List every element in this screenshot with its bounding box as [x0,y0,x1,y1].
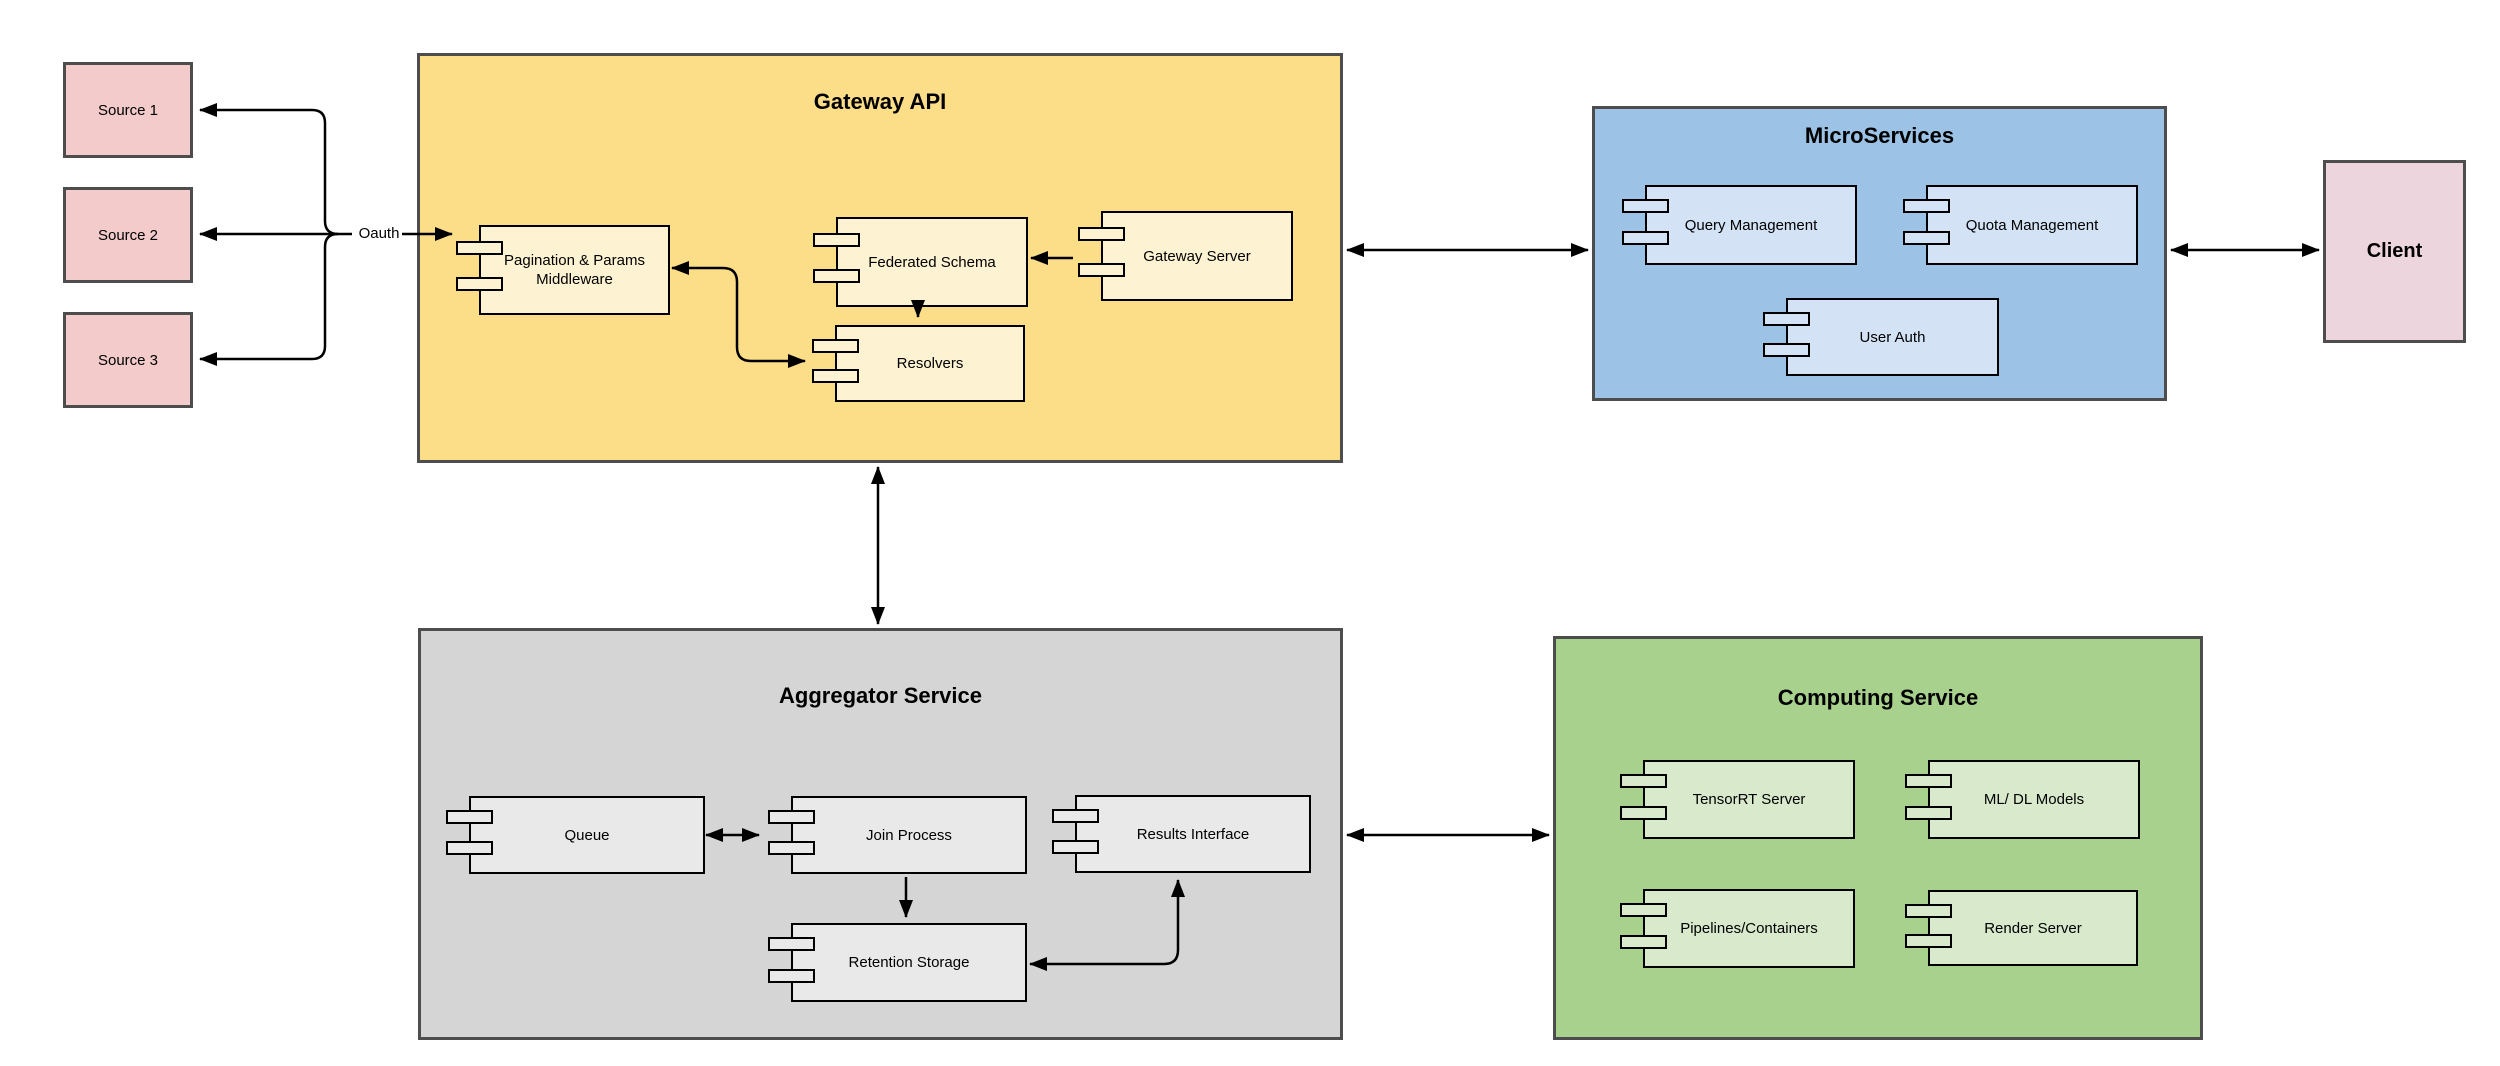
component-tab-icon [768,840,815,855]
component-join-process: Join Process [768,796,1027,874]
container-microservices-title: MicroServices [1804,123,1955,148]
component-tab-icon [446,809,493,824]
node-client-label: Client [2366,240,2423,262]
container-aggregator-service: Aggregator Service Queue Join Process Re… [418,628,1343,1040]
component-tab-icon [1903,231,1950,246]
component-pagination-params-middleware: Pagination & Params Middleware [456,225,670,315]
component-tab-icon [812,338,859,353]
component-tab-icon [1078,262,1125,277]
component-label: Join Process [866,826,952,844]
component-label: TensorRT Server [1692,791,1806,808]
component-federated-schema: Federated Schema [813,217,1028,307]
component-label: Query Management [1684,216,1818,234]
node-source-2-label: Source 2 [97,226,159,244]
component-label: Retention Storage [848,954,970,971]
component-results-interface: Results Interface [1052,795,1311,873]
component-tab-icon [813,232,860,247]
component-tab-icon [768,937,815,951]
component-tab-icon [812,369,859,384]
component-ml-dl-models: ML/ DL Models [1905,760,2140,839]
component-tab-icon [1622,199,1669,214]
component-tab-icon [446,840,493,855]
container-gateway-api: Gateway API Pagination & Params Middlewa… [417,53,1343,463]
component-label: Render Server [1984,919,2082,937]
component-tab-icon [456,240,503,255]
component-tensorrt-server: TensorRT Server [1620,760,1855,839]
component-label: Federated Schema [868,253,996,271]
component-tab-icon [1620,805,1667,820]
component-tab-icon [1622,231,1669,246]
component-tab-icon [768,968,815,983]
container-microservices: MicroServices Query Management Quota Man… [1592,106,2167,401]
component-tab-icon [1052,839,1099,854]
node-source-1-label: Source 1 [97,101,159,119]
component-user-auth: User Auth [1763,298,1999,376]
component-tab-icon [813,268,860,283]
edge-bracket-top [199,103,352,236]
component-queue: Queue [446,796,705,874]
node-source-3: Source 3 [63,312,193,408]
container-computing-service-title: Computing Service [1777,685,1979,710]
node-source-1: Source 1 [63,62,193,158]
component-tab-icon [1763,342,1810,357]
component-tab-icon [1905,903,1952,918]
node-source-3-label: Source 3 [97,351,159,369]
edge-label-oauth: Oauth [350,225,408,242]
component-tab-icon [768,809,815,824]
component-tab-icon [1620,934,1667,949]
component-query-management: Query Management [1622,185,1857,265]
component-label: Results Interface [1136,825,1250,843]
component-render-server: Render Server [1905,890,2138,966]
component-tab-icon [1078,226,1125,241]
container-aggregator-service-title: Aggregator Service [779,683,982,708]
component-quota-management: Quota Management [1903,185,2138,265]
component-tab-icon [1763,311,1810,326]
component-pipelines-containers: Pipelines/Containers [1620,889,1855,968]
component-label: ML/ DL Models [1983,791,2085,808]
component-label: Resolvers [896,355,964,372]
component-tab-icon [1905,933,1952,948]
component-tab-icon [1903,199,1950,214]
component-resolvers: Resolvers [812,325,1025,402]
container-computing-service: Computing Service TensorRT Server ML/ DL… [1553,636,2203,1040]
component-label: Pipelines/Containers [1680,920,1818,937]
edge-bracket-bottom [199,232,339,366]
component-label: Quota Management [1965,216,2099,234]
component-tab-icon [1620,903,1667,917]
component-retention-storage: Retention Storage [768,923,1027,1002]
node-client: Client [2323,160,2466,343]
component-label: Gateway Server [1143,247,1251,265]
component-tab-icon [1905,774,1952,788]
component-tab-icon [456,276,503,291]
component-tab-icon [1052,808,1099,823]
component-label: User Auth [1859,328,1926,346]
node-source-2: Source 2 [63,187,193,283]
container-gateway-api-title: Gateway API [813,89,947,114]
component-label: Queue [564,826,610,844]
component-gateway-server: Gateway Server [1078,211,1293,301]
component-tab-icon [1905,805,1952,820]
component-tab-icon [1620,774,1667,788]
component-label: Pagination & Params Middleware [504,252,645,288]
